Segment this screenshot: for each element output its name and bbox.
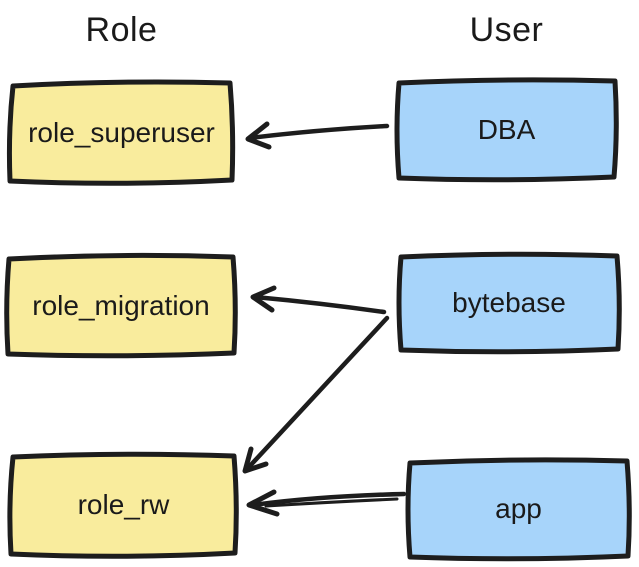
column-header-user: User	[469, 10, 544, 49]
dba-label: DBA	[477, 113, 536, 145]
bytebase-label: bytebase	[452, 286, 566, 318]
arrow-app-to-role-rw	[246, 489, 407, 517]
role-superuser-label: role_superuser	[28, 116, 215, 148]
role-rw-box	[7, 451, 239, 559]
role-superuser-box	[6, 79, 236, 186]
app-label: app	[495, 493, 542, 524]
bytebase-box	[396, 251, 622, 355]
app-box	[405, 457, 632, 562]
dba-box	[394, 77, 619, 183]
role-rw-label: role_rw	[77, 489, 170, 520]
role-migration-box	[4, 252, 238, 359]
arrow-bytebase-to-role-rw	[242, 315, 390, 474]
arrow-bytebase-to-role-migration	[250, 285, 387, 315]
role-migration-label: role_migration	[32, 290, 210, 321]
column-header-role: Role	[85, 10, 158, 49]
arrow-dba-to-role-superuser	[245, 121, 390, 150]
